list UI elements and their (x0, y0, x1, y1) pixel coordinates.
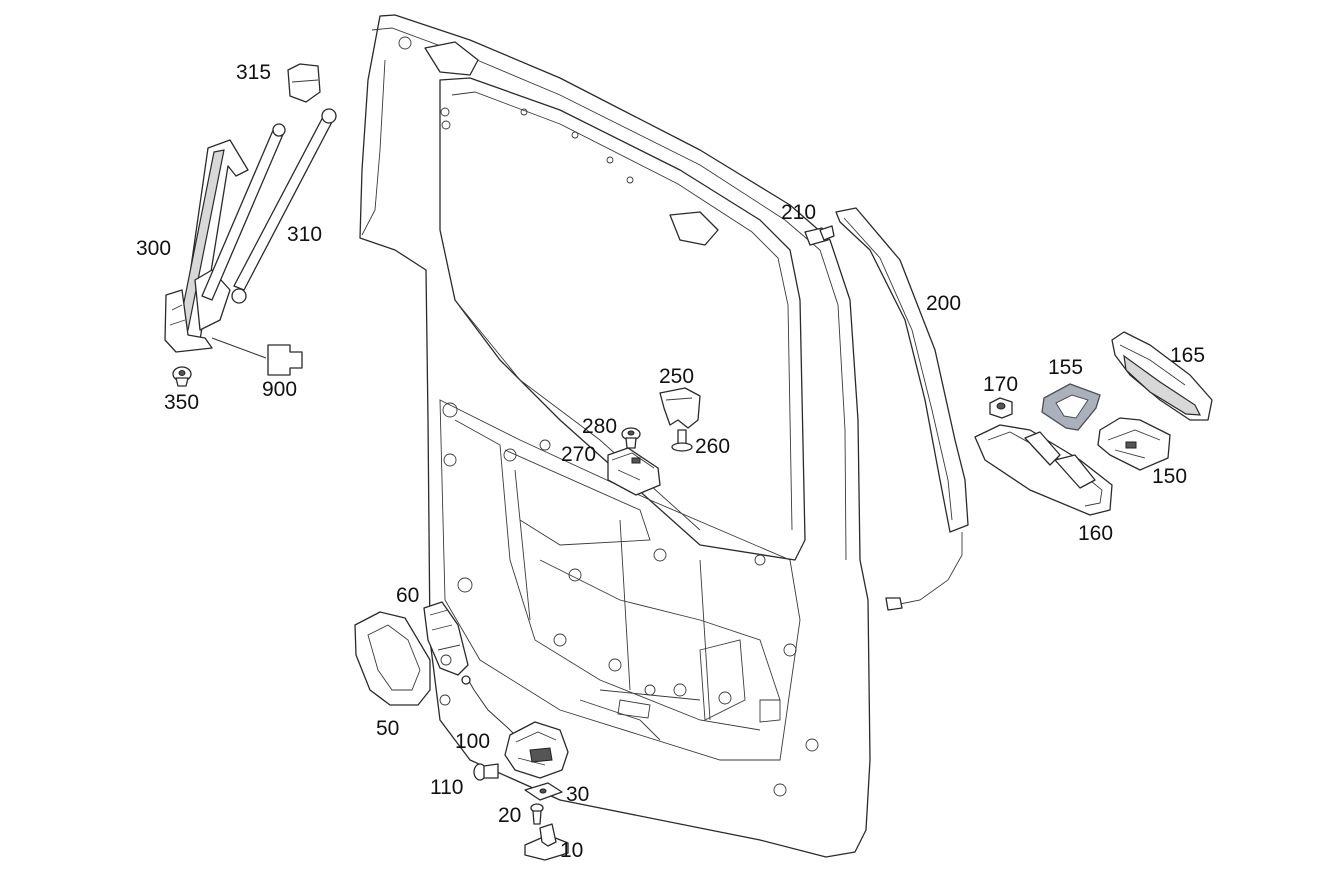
part-310-gas-struts (201, 108, 337, 304)
part-60-lock-motor (423, 601, 469, 676)
label-10: 10 (560, 839, 584, 862)
tailgate-panel (359, 14, 871, 858)
part-300-spindle-drive (164, 139, 249, 353)
label-310: 310 (287, 223, 323, 246)
label-110: 110 (430, 776, 464, 799)
label-270: 270 (561, 443, 597, 466)
label-170: 170 (983, 373, 1019, 396)
part-100-lock (461, 675, 569, 779)
label-100: 100 (455, 730, 491, 753)
part-20-screw (530, 803, 544, 825)
label-200: 200 (926, 292, 962, 315)
label-210: 210 (781, 201, 817, 224)
label-30: 30 (566, 783, 590, 806)
part-200-seal-strip (835, 207, 969, 611)
part-150-switch (1097, 417, 1171, 471)
label-155: 155 (1048, 356, 1084, 379)
label-150: 150 (1152, 465, 1188, 488)
part-170-nut (989, 397, 1013, 419)
part-350-screw (172, 366, 192, 387)
label-350: 350 (164, 391, 200, 414)
part-30-plate (524, 782, 563, 801)
part-165-handle-cover (1111, 331, 1213, 421)
part-110-screw (473, 763, 499, 781)
label-260: 260 (695, 435, 731, 458)
part-155-bracket (1041, 383, 1101, 431)
part-260-screw (671, 429, 693, 452)
label-50: 50 (376, 717, 400, 740)
label-315: 315 (236, 61, 272, 84)
label-165: 165 (1170, 344, 1206, 367)
part-50-cover (354, 611, 431, 706)
label-20: 20 (498, 804, 522, 827)
label-900: 900 (262, 378, 298, 401)
label-300: 300 (136, 237, 172, 260)
label-160: 160 (1078, 522, 1114, 545)
label-280: 280 (582, 415, 618, 438)
label-250: 250 (659, 365, 695, 388)
part-280-screw (621, 427, 641, 449)
label-60: 60 (396, 584, 420, 607)
part-160-handle-housing (974, 424, 1113, 516)
part-250-clip (659, 387, 701, 429)
part-270-actuator (607, 447, 661, 496)
part-10-striker (524, 823, 569, 861)
part-315-bracket (287, 63, 321, 103)
part-900-plate (211, 337, 303, 376)
part-210-screw (804, 225, 835, 246)
